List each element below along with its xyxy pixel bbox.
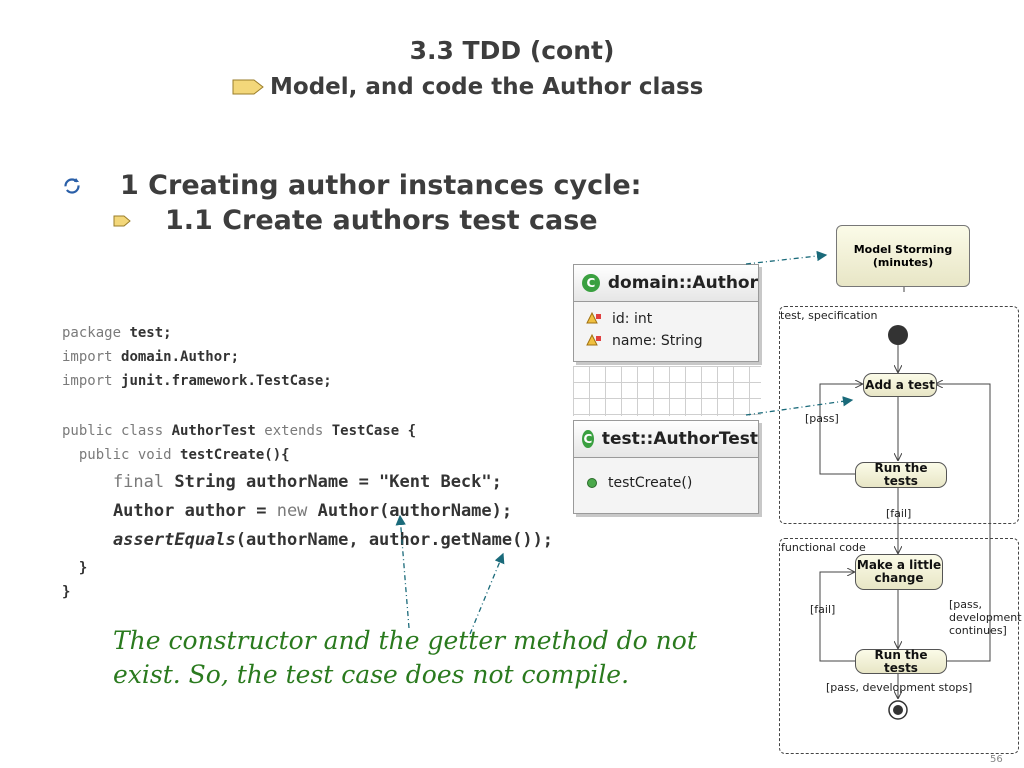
code-keyword: import [62, 349, 122, 365]
code-line-5: public class AuthorTest extends TestCase… [62, 419, 416, 443]
folder-arrow-icon [232, 79, 264, 95]
code-text: test; [129, 325, 172, 341]
guard-pass: [pass] [805, 412, 839, 425]
code-text: testCreate(){ [180, 447, 290, 463]
bullet-level1: 1 Creating author instances cycle: [62, 170, 641, 201]
class-c-icon: C [582, 274, 600, 292]
diagram-canvas-grid [573, 366, 761, 416]
uml-class-authortest[interactable]: C test::AuthorTest testCreate() [573, 420, 759, 514]
code-line-10: } [62, 556, 87, 580]
uml-operations: testCreate() [574, 458, 758, 494]
code-text: String authorName = "Kent Beck"; [174, 472, 502, 492]
slide-title: 3.3 TDD (cont) [409, 36, 615, 65]
slide-subtitle: Model, and code the Author class [270, 74, 704, 100]
code-text: } [62, 584, 71, 600]
code-text: domain.Author; [121, 349, 240, 365]
bullet-level2: 1.1 Create authors test case [113, 205, 598, 236]
public-method-icon [587, 478, 597, 488]
uml-class-name: test::AuthorTest [601, 429, 758, 449]
code-keyword: public class [62, 423, 172, 439]
bullet-level2-text: 1.1 Create authors test case [165, 205, 598, 236]
code-keyword: extends [255, 423, 332, 439]
uml-class-header: C domain::Author [574, 265, 758, 302]
code-keyword: final [72, 472, 175, 492]
code-line-1: package test; [62, 321, 172, 345]
code-text: Author(authorName); [317, 501, 513, 521]
code-text: junit.framework.TestCase; [121, 373, 332, 389]
uml-operation-text: testCreate() [608, 475, 693, 491]
state-add-test: Add a test [863, 373, 937, 397]
code-line-3: import junit.framework.TestCase; [62, 369, 332, 393]
guard-pass-stops: [pass, development stops] [826, 681, 973, 694]
uml-attribute: name: String [574, 330, 758, 352]
uml-attribute-text: name: String [612, 333, 703, 349]
code-text: TestCase { [331, 423, 417, 439]
code-line-2: import domain.Author; [62, 345, 239, 369]
code-text: (authorName, author.getName()); [235, 530, 554, 550]
code-text: Author author = [72, 501, 277, 521]
uml-class-author[interactable]: C domain::Author id: int name: String [573, 264, 759, 362]
uml-operation: testCreate() [574, 472, 758, 494]
uml-class-name: domain::Author [607, 273, 758, 293]
guard-pass-continues: [pass, development continues] [949, 598, 1022, 637]
code-line-9: assertEquals(authorName, author.getName(… [72, 526, 553, 555]
cycle-icon [64, 177, 80, 194]
private-field-icon [586, 312, 601, 324]
arrow-bullet-icon [113, 215, 131, 226]
bullet-level1-text: 1 Creating author instances cycle: [120, 170, 642, 201]
initial-node [888, 325, 908, 345]
uml-class-header: C test::AuthorTest [574, 421, 758, 458]
region-test-label: test, specification [780, 309, 878, 322]
state-make-change: Make a little change [855, 554, 943, 590]
guard-fail-2: [fail] [810, 603, 836, 616]
code-text: } [62, 560, 88, 576]
annotation-note: The constructor and the getter method do… [113, 626, 697, 689]
page-number: 56 [990, 754, 1003, 765]
code-line-8: Author author = new Author(authorName); [72, 497, 512, 526]
guard-fail-1: [fail] [886, 507, 912, 520]
subtitle-row: Model, and code the Author class [232, 72, 703, 102]
code-text: AuthorTest [171, 423, 256, 439]
uml-attribute-text: id: int [612, 311, 653, 327]
region-code-label: functional code [781, 541, 866, 554]
code-line-11: } [62, 580, 70, 604]
region-test-spec [779, 306, 1019, 524]
code-keyword: public void [62, 447, 181, 463]
code-line-6: public void testCreate(){ [62, 443, 290, 467]
code-line-7: final String authorName = "Kent Beck"; [72, 468, 502, 497]
uml-attributes: id: int name: String [574, 302, 758, 352]
model-storming-box: Model Storming (minutes) [836, 225, 970, 287]
code-keyword: package [62, 325, 130, 341]
code-method-italic: assertEquals [72, 530, 236, 550]
class-c-icon: C [582, 430, 594, 448]
code-keyword: new [276, 501, 318, 521]
private-field-icon [586, 334, 601, 346]
state-run-tests-1: Run the tests [855, 462, 947, 488]
code-keyword: import [62, 373, 122, 389]
uml-attribute: id: int [574, 308, 758, 330]
region-functional-code [779, 538, 1019, 754]
state-run-tests-2: Run the tests [855, 648, 947, 674]
